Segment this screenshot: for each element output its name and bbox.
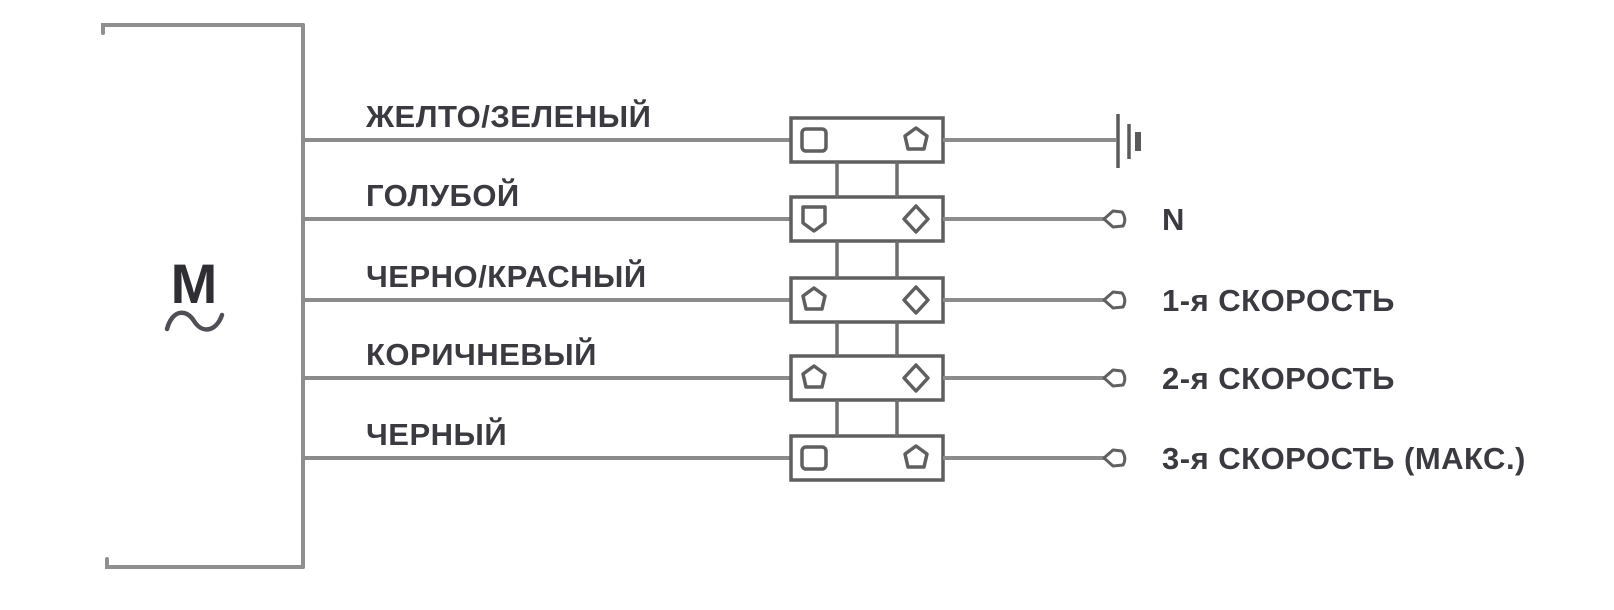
motor-outline xyxy=(101,23,305,569)
square-terminal-icon xyxy=(800,127,828,153)
terminal-label: 2-я СКОРОСТЬ xyxy=(1162,361,1395,396)
round-terminal-icon xyxy=(903,444,929,469)
pin-terminal-icon xyxy=(1102,290,1127,310)
diamond-terminal-icon xyxy=(902,363,930,393)
wire-color-label: ГОЛУБОЙ xyxy=(366,177,520,213)
motor-label: M xyxy=(171,252,218,315)
connector-block xyxy=(789,116,945,164)
motor-outline-top xyxy=(101,23,305,35)
connector-block xyxy=(789,195,945,243)
terminal-label: 1-я СКОРОСТЬ xyxy=(1162,283,1395,318)
connector-block xyxy=(789,434,945,482)
connector-block xyxy=(789,354,945,402)
ac-waveform-icon xyxy=(164,310,225,332)
wire-row-brown: КОРИЧНЕВЫЙ 2-я СКОРОСТЬ xyxy=(303,336,1395,402)
wire-row-black: ЧЕРНЫЙ 3-я СКОРОСТЬ (МАКС.) xyxy=(303,416,1526,482)
wire-row-yellow-green: ЖЕЛТО/ЗЕЛЕНЫЙ xyxy=(303,98,1141,168)
connector-block xyxy=(789,276,945,324)
block-jumpers xyxy=(835,162,899,436)
round-terminal-icon xyxy=(801,364,827,389)
wire-color-label: ЖЕЛТО/ЗЕЛЕНЫЙ xyxy=(365,98,651,134)
diamond-terminal-icon xyxy=(902,285,930,315)
wire-row-black-red: ЧЕРНО/КРАСНЫЙ 1-я СКОРОСТЬ xyxy=(303,258,1395,324)
square-terminal-icon xyxy=(800,445,828,471)
terminal-label: 3-я СКОРОСТЬ (МАКС.) xyxy=(1162,441,1526,476)
terminal-label: N xyxy=(1162,202,1185,237)
shield-terminal-icon xyxy=(801,205,827,233)
round-terminal-icon xyxy=(801,286,827,311)
earth-ground-icon xyxy=(1116,114,1141,168)
wire-row-blue: ГОЛУБОЙ N xyxy=(303,177,1185,243)
wire-color-label: ЧЕРНЫЙ xyxy=(366,416,507,452)
wire-color-label: КОРИЧНЕВЫЙ xyxy=(366,336,597,372)
pin-terminal-icon xyxy=(1102,448,1127,468)
round-terminal-icon xyxy=(903,126,929,151)
pin-terminal-icon xyxy=(1102,368,1127,388)
diamond-terminal-icon xyxy=(902,204,930,234)
wire-color-label: ЧЕРНО/КРАСНЫЙ xyxy=(366,258,647,294)
pin-terminal-icon xyxy=(1102,209,1127,229)
motor-outline-bottom xyxy=(105,557,305,569)
